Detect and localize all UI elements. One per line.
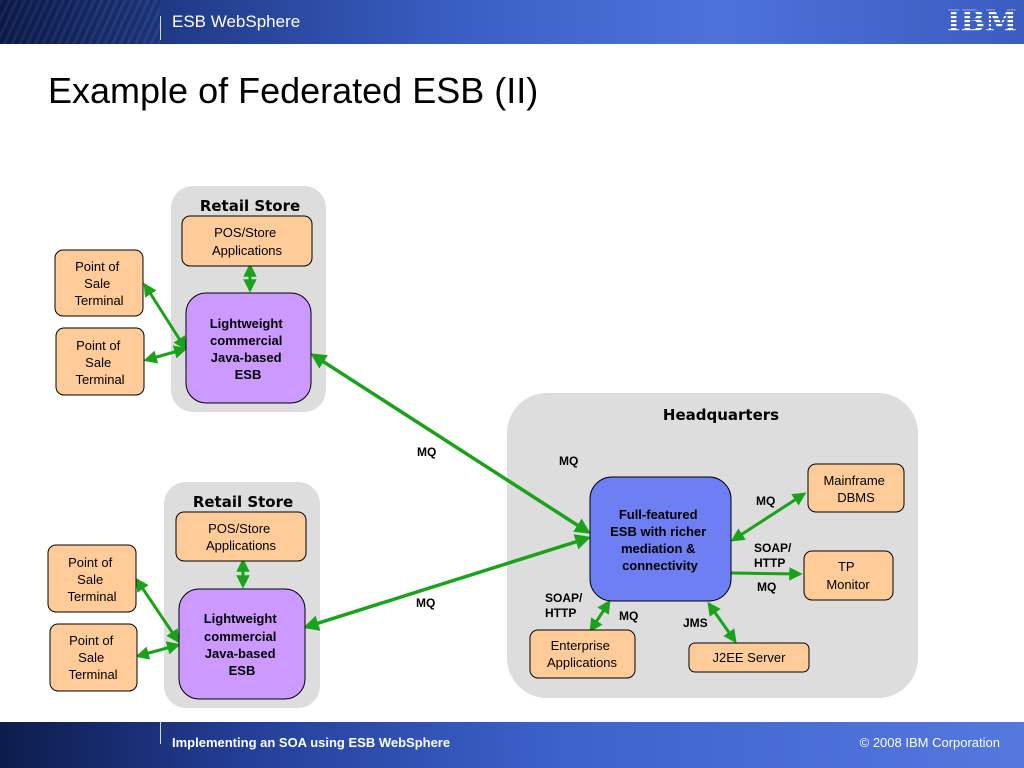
node-pos-store-apps-1 <box>181 215 313 267</box>
node-label-point-of-sale-1a: Point of Sale Terminal <box>74 259 123 308</box>
node-lightweight-esb-2 <box>178 588 306 700</box>
node-full-featured-esb <box>589 476 732 602</box>
edge-pst1a-esb1 <box>143 282 187 351</box>
node-label-full-featured-esb: Full-featured ESB with richer mediation … <box>610 507 710 573</box>
edge-label-mq-hq-top: MQ <box>559 454 578 468</box>
edge-label-mq-tp: MQ <box>757 580 776 594</box>
node-point-of-sale-2b <box>49 623 138 692</box>
footer-divider <box>160 722 161 744</box>
edge-hq-j2ee <box>707 601 737 644</box>
footer-presentation-title: Implementing an SOA using ESB WebSphere <box>172 735 451 750</box>
edge-pst2a-esb2 <box>135 577 180 644</box>
node-label-enterprise-applications: Enterprise Applications <box>547 638 618 670</box>
node-label-j2ee-server: J2EE Server <box>713 650 787 665</box>
edge-label-soap-ent: SOAP/ HTTP <box>545 591 586 620</box>
header-texture <box>0 0 160 44</box>
edge-hq-mainframe <box>730 492 807 542</box>
node-j2ee-server <box>688 642 810 673</box>
svg-text:IBM: IBM <box>947 4 1017 36</box>
node-label-pos-store-apps-2: POS/Store Applications <box>206 521 277 553</box>
edge-label-mq-mainframe: MQ <box>756 494 775 508</box>
edge-esb1-hq <box>310 353 591 534</box>
page-title: Example of Federated ESB (II) <box>48 70 539 111</box>
edge-esb2-hq <box>302 534 592 631</box>
node-point-of-sale-1b <box>55 327 145 396</box>
ibm-logo-icon: IBM <box>947 4 1017 36</box>
edge-pst2b-esb2 <box>135 641 181 660</box>
app-name: ESB WebSphere <box>172 12 301 31</box>
header-bar: ESB WebSphere IBM <box>0 0 1024 44</box>
node-label-tp-monitor: TP Monitor <box>826 559 870 592</box>
node-label-point-of-sale-2a: Point of Sale Terminal <box>67 555 116 604</box>
edge-pst1b-esb1 <box>143 345 188 364</box>
group-title-retail-store-1: Retail Store <box>200 197 300 215</box>
node-enterprise-applications <box>529 629 636 679</box>
node-pos-store-apps-2 <box>175 511 307 562</box>
node-point-of-sale-1a <box>54 249 144 317</box>
header-divider <box>160 16 161 40</box>
group-title-headquarters: Headquarters <box>663 406 779 424</box>
node-label-lightweight-esb-2: Lightweight commercial Java-based ESB <box>204 611 281 678</box>
edge-hq-tp <box>730 567 803 581</box>
node-tp-monitor <box>803 550 894 601</box>
node-label-lightweight-esb-1: Lightweight commercial Java-based ESB <box>210 316 287 382</box>
edge-label-mq-ent: MQ <box>619 609 638 623</box>
group-title-retail-store-2: Retail Store <box>193 493 293 511</box>
edge-hq-entapps <box>589 599 611 633</box>
footer-bar: Implementing an SOA using ESB WebSphere … <box>0 722 1024 768</box>
node-lightweight-esb-1 <box>185 292 312 404</box>
edge-label-mq-esb2: MQ <box>416 596 435 610</box>
node-label-point-of-sale-2b: Point of Sale Terminal <box>68 633 117 682</box>
edge-label-mq-esb1: MQ <box>417 445 436 459</box>
node-label-point-of-sale-1b: Point of Sale Terminal <box>75 338 124 387</box>
node-point-of-sale-2a <box>47 544 137 613</box>
edge-label-soap-tp: SOAP/ HTTP <box>754 541 795 570</box>
node-label-pos-store-apps-1: POS/Store Applications <box>212 225 283 258</box>
edge-label-jms: JMS <box>683 616 708 630</box>
node-label-mainframe-dbms: Mainframe DBMS <box>823 473 888 505</box>
node-mainframe-dbms <box>807 463 905 513</box>
footer-copyright: © 2008 IBM Corporation <box>859 735 1000 750</box>
